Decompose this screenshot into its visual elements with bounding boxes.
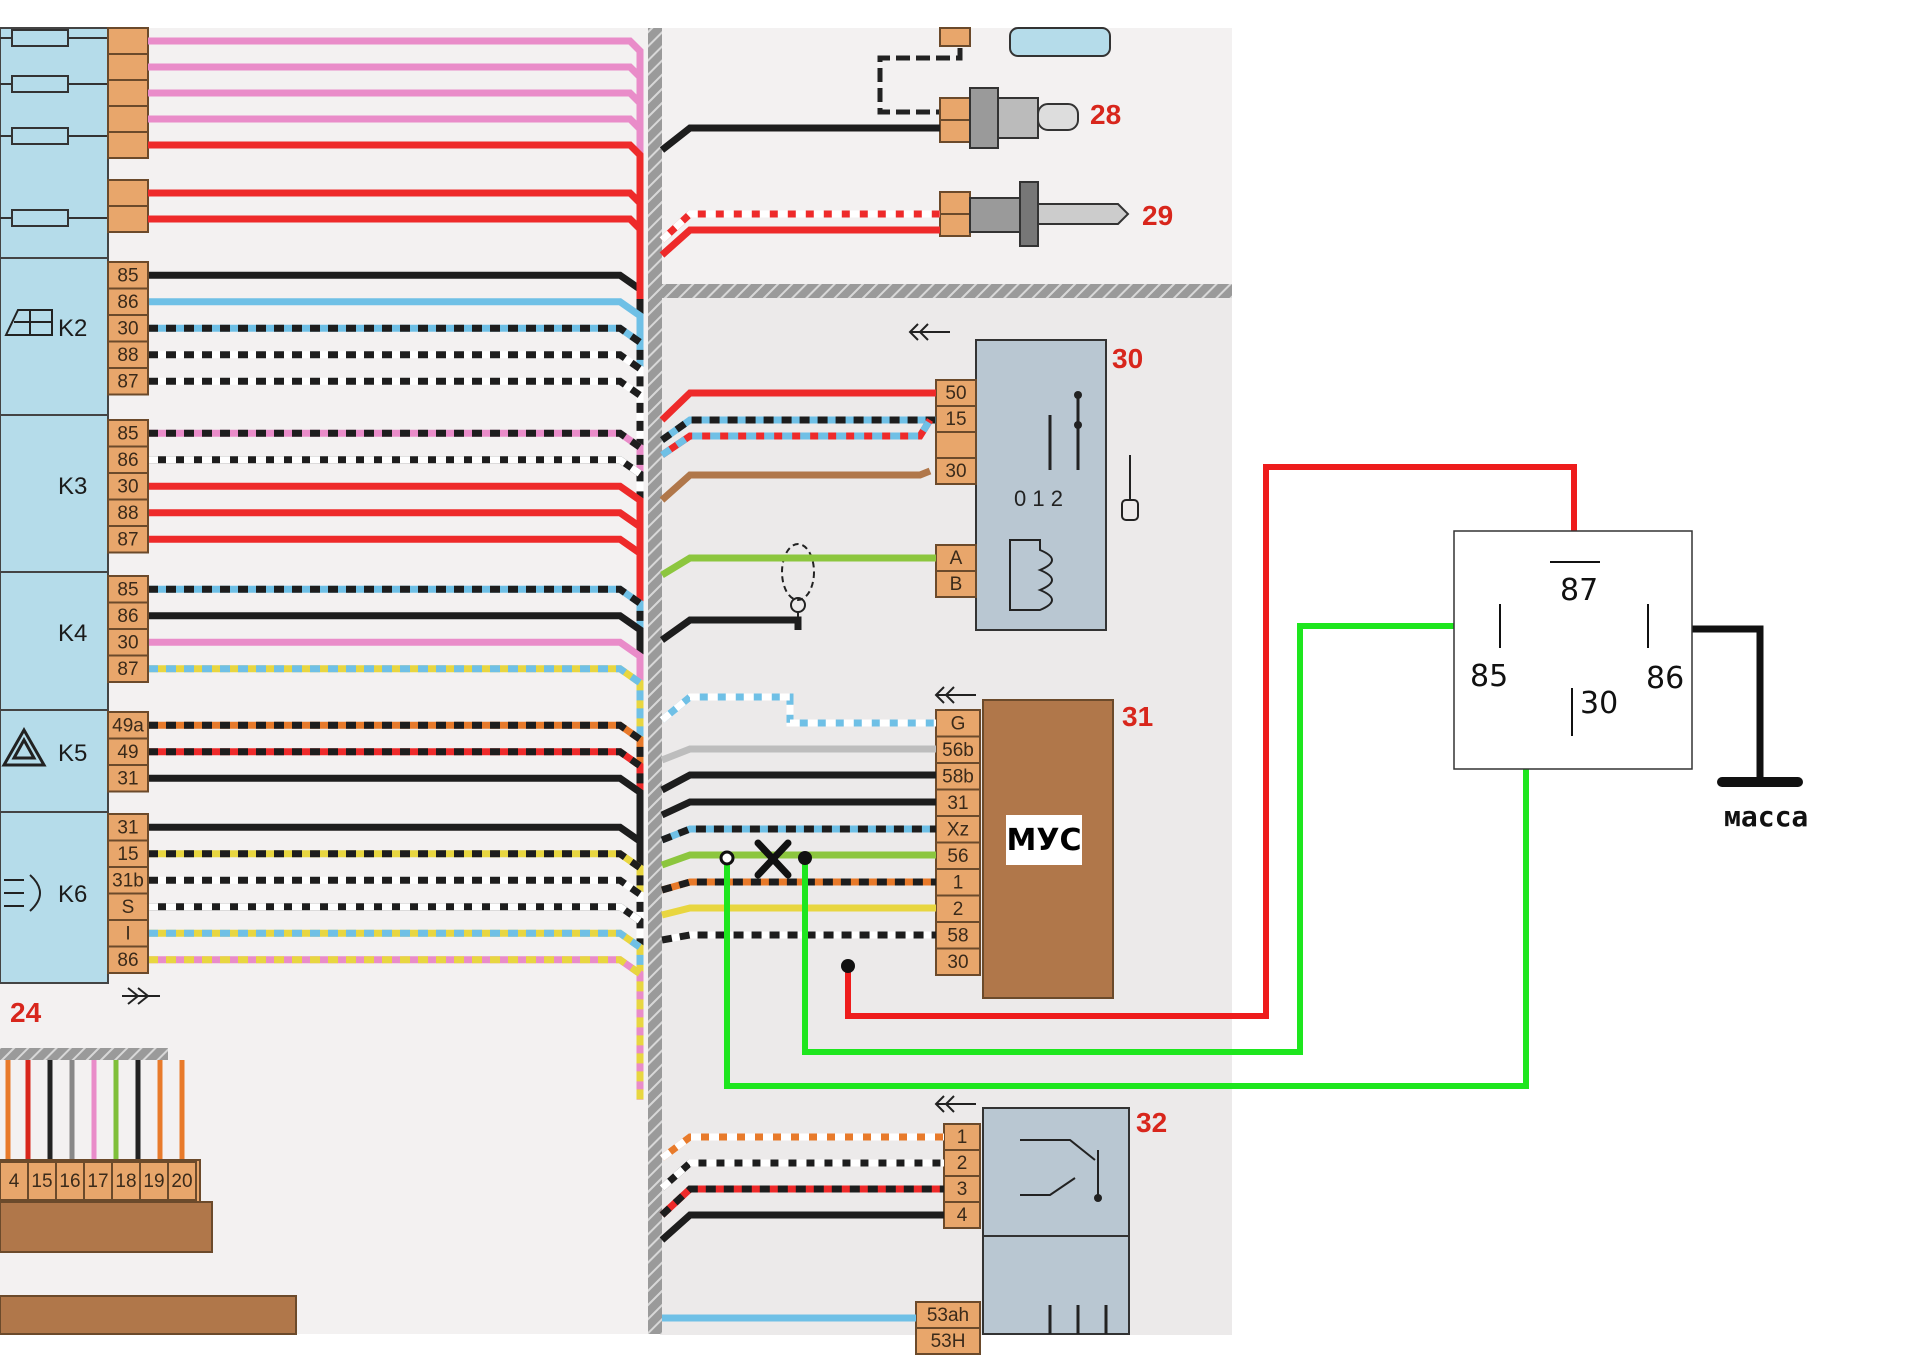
left-pin-k3-85: 85 xyxy=(117,423,138,444)
left-pin-k4-86: 86 xyxy=(117,606,138,627)
left-pin-k2-88: 88 xyxy=(117,345,138,366)
green-wire-85 xyxy=(802,623,1500,1055)
block-label-k5: K5 xyxy=(58,740,87,767)
module-pin-56b: 56b xyxy=(942,740,974,761)
module-pin-30: 30 xyxy=(947,952,968,973)
component-32-lower-pin-53ah: 53ah xyxy=(927,1305,969,1326)
red-wire-node xyxy=(841,959,855,973)
relay: 87 85 86 30 масса xyxy=(1453,530,1808,833)
bottom-left-connector: 4 15 16 17 18 19 20 xyxy=(0,1060,297,1335)
lamp-pin-a: A xyxy=(950,548,963,569)
green-wire-node-right xyxy=(798,851,812,865)
left-pin-k4-30: 30 xyxy=(117,632,138,653)
module-pin-2: 2 xyxy=(953,899,964,920)
left-pin-k4-87: 87 xyxy=(117,659,138,680)
red-wire-87 xyxy=(845,464,1577,1019)
left-pin-k5-31: 31 xyxy=(117,768,138,789)
key-icon xyxy=(1121,455,1139,521)
component-number-30: 30 xyxy=(1112,343,1143,374)
module-label-myc: МУС xyxy=(1007,823,1082,858)
left-pin-k4-85: 85 xyxy=(117,579,138,600)
arrow-icon-30 xyxy=(908,323,950,341)
component-29: 29 xyxy=(939,181,1173,247)
horizontal-divider xyxy=(662,284,1232,298)
right-harness-wires xyxy=(659,124,944,1322)
lower-left-divider xyxy=(0,1048,168,1060)
module-pin-58: 58 xyxy=(947,925,968,946)
component-number-31: 31 xyxy=(1122,701,1153,732)
left-pin-k6-31b: 31b xyxy=(112,870,144,891)
arrow-icon-32 xyxy=(934,1095,976,1113)
module-pin-xz: Xz xyxy=(947,819,969,840)
bottom-pin-19: 19 xyxy=(143,1171,164,1192)
harness-wires xyxy=(148,37,644,1100)
component-28: 28 xyxy=(877,27,1121,149)
module-pin-56: 56 xyxy=(947,846,968,867)
left-pin-k3-88: 88 xyxy=(117,503,138,524)
switch-pin-50: 50 xyxy=(945,383,966,404)
left-pin-k6-31: 31 xyxy=(117,817,138,838)
left-connector-pins: 85 86 30 88 87 85 86 30 88 87 85 86 30 87 49a 49 31 31 15 3… xyxy=(107,261,149,974)
component-number-32: 32 xyxy=(1136,1107,1167,1138)
switch-pin-30: 30 xyxy=(945,461,966,482)
left-pin-k2-30: 30 xyxy=(117,318,138,339)
bottom-pin-4: 4 xyxy=(9,1171,20,1192)
block-number-24: 24 xyxy=(10,997,42,1028)
switch-positions: 0 1 2 xyxy=(1014,486,1063,511)
component-32: 32 1 2 3 4 53ah 53H xyxy=(915,1095,1167,1355)
bottom-pin-20: 20 xyxy=(171,1171,192,1192)
block-label-k3: K3 xyxy=(58,473,87,500)
block-label-k2: K2 xyxy=(58,315,87,342)
component-32-pin-2: 2 xyxy=(957,1153,968,1174)
left-pin-k6-15: 15 xyxy=(117,844,138,865)
relay-block-24: K2 K3 K4 K5 K6 24 xyxy=(0,27,160,1028)
left-pin-k2-87: 87 xyxy=(117,371,138,392)
relay-pin-85: 85 xyxy=(1470,659,1508,694)
left-pin-k6-i: I xyxy=(125,923,130,944)
upper-connectors xyxy=(107,27,149,233)
cut-mark-icon xyxy=(754,839,792,879)
green-wire-node-left xyxy=(719,850,735,866)
fog-light-icon xyxy=(4,874,41,912)
block-label-k6: K6 xyxy=(58,881,87,908)
module-pin-31: 31 xyxy=(947,793,968,814)
component-32-pin-1: 1 xyxy=(957,1127,968,1148)
left-pin-k3-87: 87 xyxy=(117,529,138,550)
bottom-pin-17: 17 xyxy=(87,1171,108,1192)
left-pin-k3-86: 86 xyxy=(117,450,138,471)
module-pin-1: 1 xyxy=(953,872,964,893)
lamp-pin-b: B xyxy=(950,574,963,595)
left-pin-k5-49a: 49a xyxy=(112,715,144,736)
left-pin-k6-86: 86 xyxy=(117,950,138,971)
bottom-pin-18: 18 xyxy=(115,1171,136,1192)
double-arrow-icon xyxy=(122,987,160,1005)
bottom-pin-15: 15 xyxy=(31,1171,52,1192)
block-label-k4: K4 xyxy=(58,620,87,647)
relay-pin-87: 87 xyxy=(1560,573,1598,608)
switch-pin-15: 15 xyxy=(945,409,966,430)
component-32-lower-pin-53h: 53H xyxy=(931,1331,966,1352)
module-pin-g: G xyxy=(951,713,966,734)
component-32-pin-3: 3 xyxy=(957,1179,968,1200)
left-pin-k2-86: 86 xyxy=(117,292,138,313)
vertical-divider xyxy=(648,28,662,1334)
component-32-pin-4: 4 xyxy=(957,1205,968,1226)
relay-pin-86: 86 xyxy=(1646,661,1684,696)
relay-pin-30: 30 xyxy=(1580,686,1618,721)
component-number-29: 29 xyxy=(1142,200,1173,231)
component-number-28: 28 xyxy=(1090,99,1121,130)
arrow-icon-31 xyxy=(934,686,976,704)
window-heater-icon xyxy=(4,309,53,336)
left-pin-k2-85: 85 xyxy=(117,265,138,286)
left-pin-k3-30: 30 xyxy=(117,476,138,497)
left-pin-k6-s: S xyxy=(122,897,135,918)
hazard-icon xyxy=(1,726,47,767)
left-pin-k5-49: 49 xyxy=(117,742,138,763)
bottom-pin-16: 16 xyxy=(59,1171,80,1192)
ground-label: масса xyxy=(1724,800,1808,833)
module-pin-58b: 58b xyxy=(942,766,974,787)
